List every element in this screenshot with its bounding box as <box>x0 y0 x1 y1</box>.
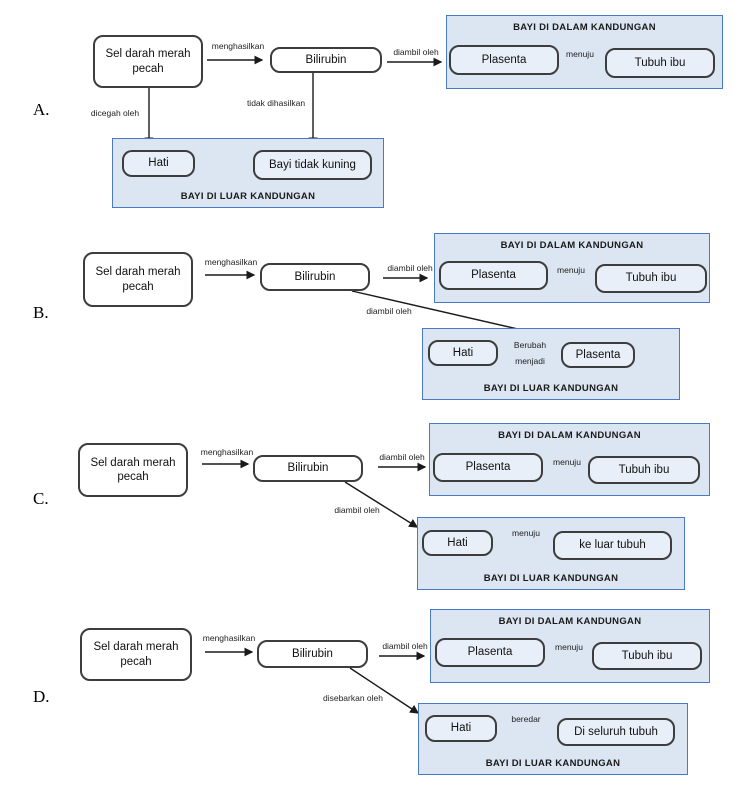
option-b-label-diambil-oleh-2: diambil oleh <box>366 306 412 316</box>
option-b-letter: B. <box>33 303 49 322</box>
option-a-label-menuju: menuju <box>566 49 594 59</box>
option-a-liver-node: Hati <box>122 150 195 177</box>
option-c-label-diambil-oleh: diambil oleh <box>379 452 425 462</box>
option-a-source-node: Sel darah merah pecah <box>93 35 203 88</box>
option-b-result-node: Plasenta <box>561 342 635 368</box>
option-d-label-beredar: beredar <box>511 714 541 724</box>
option-b-plasenta-node: Plasenta <box>439 261 548 290</box>
option-a-outside-title: BAYI DI LUAR KANDUNGAN <box>180 191 316 202</box>
option-d-outside-title: BAYI DI LUAR KANDUNGAN <box>485 758 621 769</box>
option-c-label-menuju: menuju <box>553 457 581 467</box>
option-c-letter: C. <box>33 489 49 508</box>
option-d-plasenta-node: Plasenta <box>435 638 545 667</box>
option-b-bilirubin-node: Bilirubin <box>260 263 370 291</box>
option-b-womb-title: BAYI DI DALAM KANDUNGAN <box>500 240 644 251</box>
option-a-result-node: Bayi tidak kuning <box>253 150 372 180</box>
option-c-liver-node: Hati <box>422 530 493 556</box>
option-c-outside-title: BAYI DI LUAR KANDUNGAN <box>483 573 619 584</box>
option-b-liver-node: Hati <box>428 340 498 366</box>
option-b-outside-title: BAYI DI LUAR KANDUNGAN <box>483 383 619 394</box>
option-a-bilirubin-node: Bilirubin <box>270 47 382 73</box>
option-c-plasenta-node: Plasenta <box>433 453 543 482</box>
option-a-mother-node: Tubuh ibu <box>605 48 715 78</box>
option-d-label-diambil-oleh: diambil oleh <box>382 641 428 651</box>
option-d-mother-node: Tubuh ibu <box>592 642 702 670</box>
option-b-label-diambil-oleh: diambil oleh <box>387 263 433 273</box>
option-c-result-node: ke luar tubuh <box>553 531 672 560</box>
option-a-plasenta-node: Plasenta <box>449 45 559 75</box>
option-a-letter: A. <box>33 100 50 119</box>
option-d-label-disebarkan-oleh: disebarkan oleh <box>322 693 383 703</box>
option-b-source-node: Sel darah merah pecah <box>83 252 193 307</box>
option-a-label-dicegah-oleh: dicegah oleh <box>90 108 140 118</box>
option-c-source-node: Sel darah merah pecah <box>78 443 188 497</box>
option-a-label-diambil-oleh: diambil oleh <box>393 47 439 57</box>
option-a-label-menghasilkan: menghasilkan <box>211 41 265 51</box>
option-d-result-node: Di seluruh tubuh <box>557 718 675 746</box>
option-d-source-node: Sel darah merah pecah <box>80 628 192 681</box>
option-d-letter: D. <box>33 687 50 706</box>
option-d-womb-title: BAYI DI DALAM KANDUNGAN <box>498 616 642 627</box>
option-d-label-menghasilkan: menghasilkan <box>202 633 256 643</box>
option-d-label-menuju: menuju <box>555 642 583 652</box>
option-b-label-menuju: menuju <box>557 265 585 275</box>
option-c-label-diambil-oleh-2: diambil oleh <box>334 505 380 515</box>
option-b-label-menghasilkan: menghasilkan <box>204 257 258 267</box>
option-c-label-menuju-2: menuju <box>512 528 540 538</box>
option-b-label-menjadi: menjadi <box>515 356 545 366</box>
option-b-mother-node: Tubuh ibu <box>595 264 707 293</box>
option-c-bilirubin-node: Bilirubin <box>253 455 363 482</box>
option-c-label-menghasilkan: menghasilkan <box>200 447 254 457</box>
option-d-liver-node: Hati <box>425 715 497 742</box>
option-d-bilirubin-node: Bilirubin <box>257 640 368 668</box>
option-b-label-berubah: Berubah <box>513 340 547 350</box>
option-c-mother-node: Tubuh ibu <box>588 456 700 484</box>
option-c-womb-title: BAYI DI DALAM KANDUNGAN <box>498 430 641 441</box>
option-a-label-tidak-dihasilkan: tidak dihasilkan <box>246 98 306 108</box>
option-a-womb-title: BAYI DI DALAM KANDUNGAN <box>513 22 656 33</box>
